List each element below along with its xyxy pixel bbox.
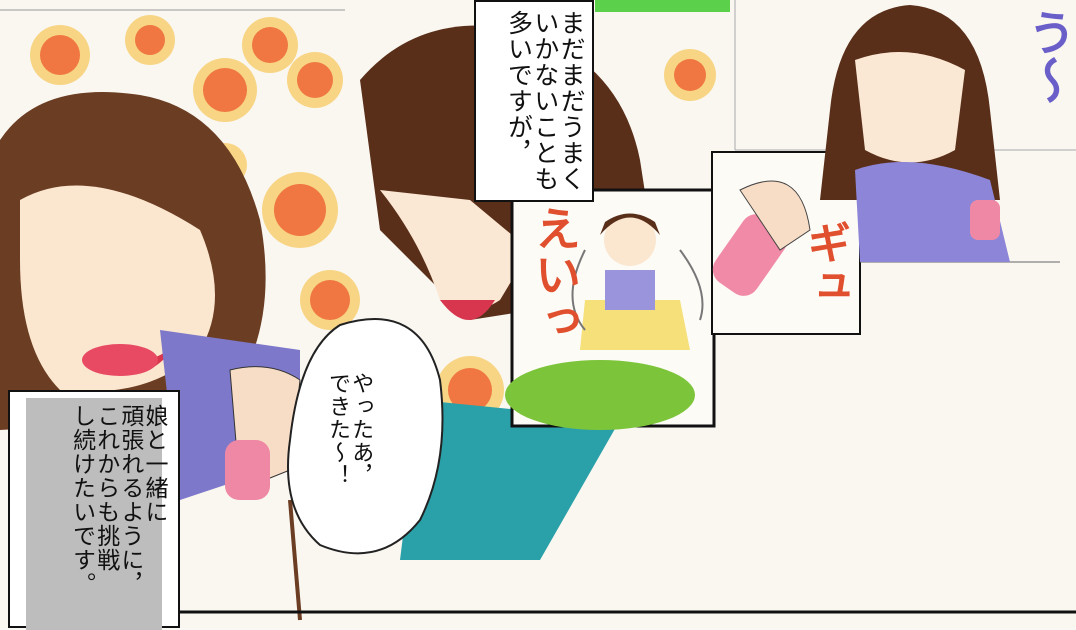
flower-pattern — [30, 15, 716, 424]
narration-box-bottom: 娘と一緒に 頑張れるように， これからも挑戦 し続けたいです。 — [8, 390, 180, 630]
narration-text-top: まだまだうまく いかないことも 多いですが， — [504, 10, 587, 192]
sfx-gyu: ギュ — [799, 220, 850, 308]
narration-box-bottom-shade — [26, 398, 162, 630]
speech-bubble-text: やったあ， できた〜！ — [325, 372, 374, 487]
sfx-ei: えいっ — [528, 205, 582, 343]
sfx-u: う〜 — [1019, 8, 1075, 104]
girl-frowning — [734, 0, 1076, 263]
narration-text-bottom: 娘と一緒に 頑張れるように， これからも挑戦 し続けたいです。 — [68, 404, 167, 596]
skipping-panel — [505, 188, 716, 430]
girl-smiling — [0, 92, 302, 621]
speech-bubble-shape — [287, 318, 444, 555]
narration-box-top: まだまだうまく いかないことも 多いですが， — [474, 0, 594, 202]
